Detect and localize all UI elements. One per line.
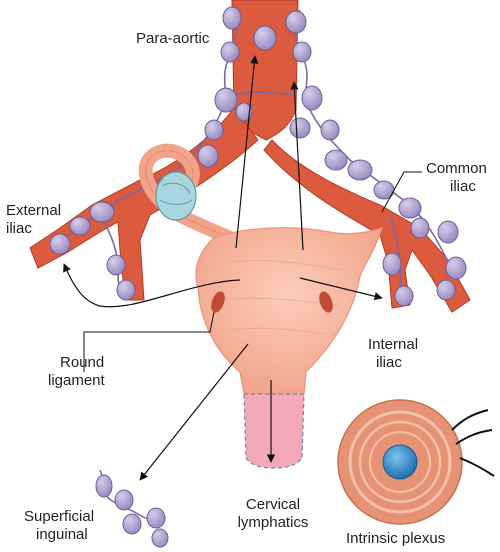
node-para-aortic-2 — [285, 10, 307, 34]
node-para-aortic-1 — [222, 6, 242, 30]
cervix — [243, 393, 305, 469]
label-cervical-lymphatics: Cervical lymphatics — [237, 496, 309, 531]
right-common-iliac-artery — [263, 139, 471, 313]
arrow-external-iliac — [63, 263, 241, 308]
leader-round-ligament — [83, 311, 215, 372]
label-internal-iliac: Internal iliac — [368, 336, 419, 371]
leader-common-iliac — [381, 171, 422, 213]
label-intrinsic-plexus: Intrinsic plexus — [346, 530, 446, 547]
arrow-superficial-inguinal — [139, 343, 249, 481]
drainage-arrows — [63, 55, 383, 481]
node-para-aortic-3 — [253, 25, 277, 51]
intrinsic-plexus-inset — [337, 399, 495, 525]
label-external-iliac: External iliac — [6, 202, 62, 237]
label-round-ligament: Round ligament — [48, 354, 105, 389]
lymph-nodes — [49, 6, 467, 307]
superficial-inguinal-nodes — [95, 469, 169, 548]
round-ligament-stumps — [211, 291, 333, 313]
arrow-para-aortic-left — [235, 55, 259, 249]
label-para-aortic: Para-aortic — [136, 30, 210, 47]
ovary — [155, 171, 197, 221]
label-superficial-inguinal: Superficial inguinal — [24, 508, 95, 543]
label-common-iliac: Common iliac — [426, 160, 487, 195]
arrow-para-aortic-right — [290, 81, 304, 251]
uterus — [195, 227, 383, 395]
arrow-internal-iliac — [299, 277, 383, 301]
leader-lines — [83, 171, 422, 372]
